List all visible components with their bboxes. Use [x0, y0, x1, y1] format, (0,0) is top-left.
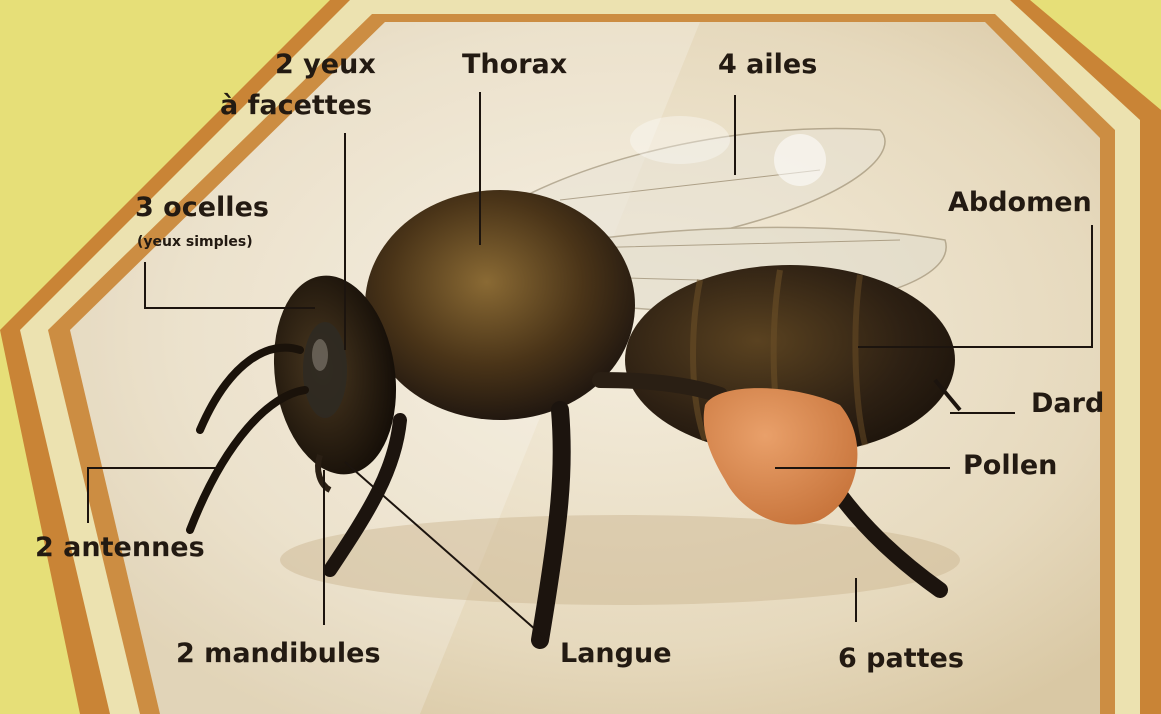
label-ocelli: 3 ocelles: [135, 194, 269, 221]
wing-highlight: [774, 134, 826, 186]
label-eyes-line1: 2 yeux: [275, 51, 376, 78]
label-mandibles: 2 mandibules: [176, 640, 381, 667]
label-sting: Dard: [1031, 390, 1104, 417]
wing-highlight-2: [630, 116, 730, 164]
label-tongue: Langue: [560, 640, 672, 667]
label-pollen: Pollen: [963, 452, 1057, 479]
label-abdomen: Abdomen: [948, 189, 1092, 216]
label-antennae: 2 antennes: [35, 534, 205, 561]
label-ocelli-sub: (yeux simples): [137, 235, 253, 249]
label-eyes-line2: à facettes: [220, 92, 372, 119]
label-wings: 4 ailes: [718, 51, 817, 78]
compound-eye: [303, 322, 347, 418]
label-legs: 6 pattes: [838, 645, 964, 672]
label-thorax: Thorax: [462, 51, 567, 78]
